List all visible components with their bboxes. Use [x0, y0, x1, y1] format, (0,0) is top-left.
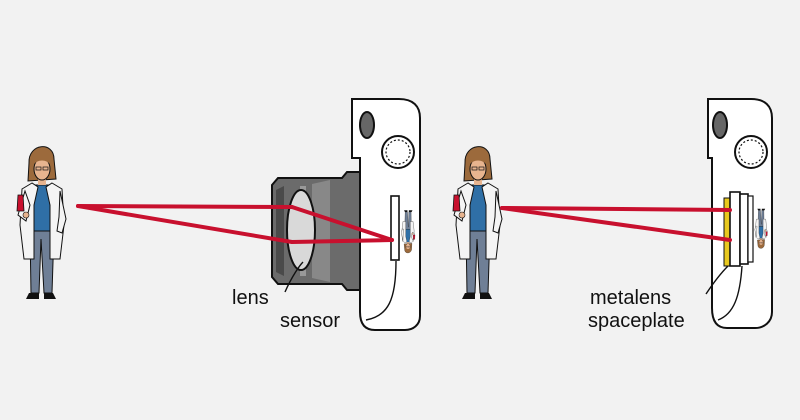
viewfinder-icon-right	[712, 111, 728, 139]
lens-barrel	[271, 171, 361, 291]
viewfinder-icon	[359, 111, 375, 139]
lens-element	[286, 189, 316, 271]
label-lens: lens	[232, 287, 269, 309]
light-rays-right	[500, 206, 732, 242]
scientist-figure-left	[16, 146, 67, 300]
label-sensor: sensor	[280, 310, 340, 332]
label-metalens: metalens	[590, 287, 671, 309]
label-spaceplate: spaceplate	[588, 310, 685, 332]
metalens-leader-line	[705, 265, 729, 295]
light-rays-left	[76, 204, 394, 244]
sensor-leader-line	[365, 260, 397, 321]
metalens-stack	[723, 191, 754, 267]
shutter-dial-icon	[381, 135, 415, 169]
shutter-dial-icon-right	[734, 135, 768, 169]
lens-leader-line	[284, 261, 304, 293]
sensor-plate-left	[390, 195, 400, 261]
spaceplate-leader-line	[717, 265, 743, 321]
scientist-figure-right	[452, 146, 503, 300]
